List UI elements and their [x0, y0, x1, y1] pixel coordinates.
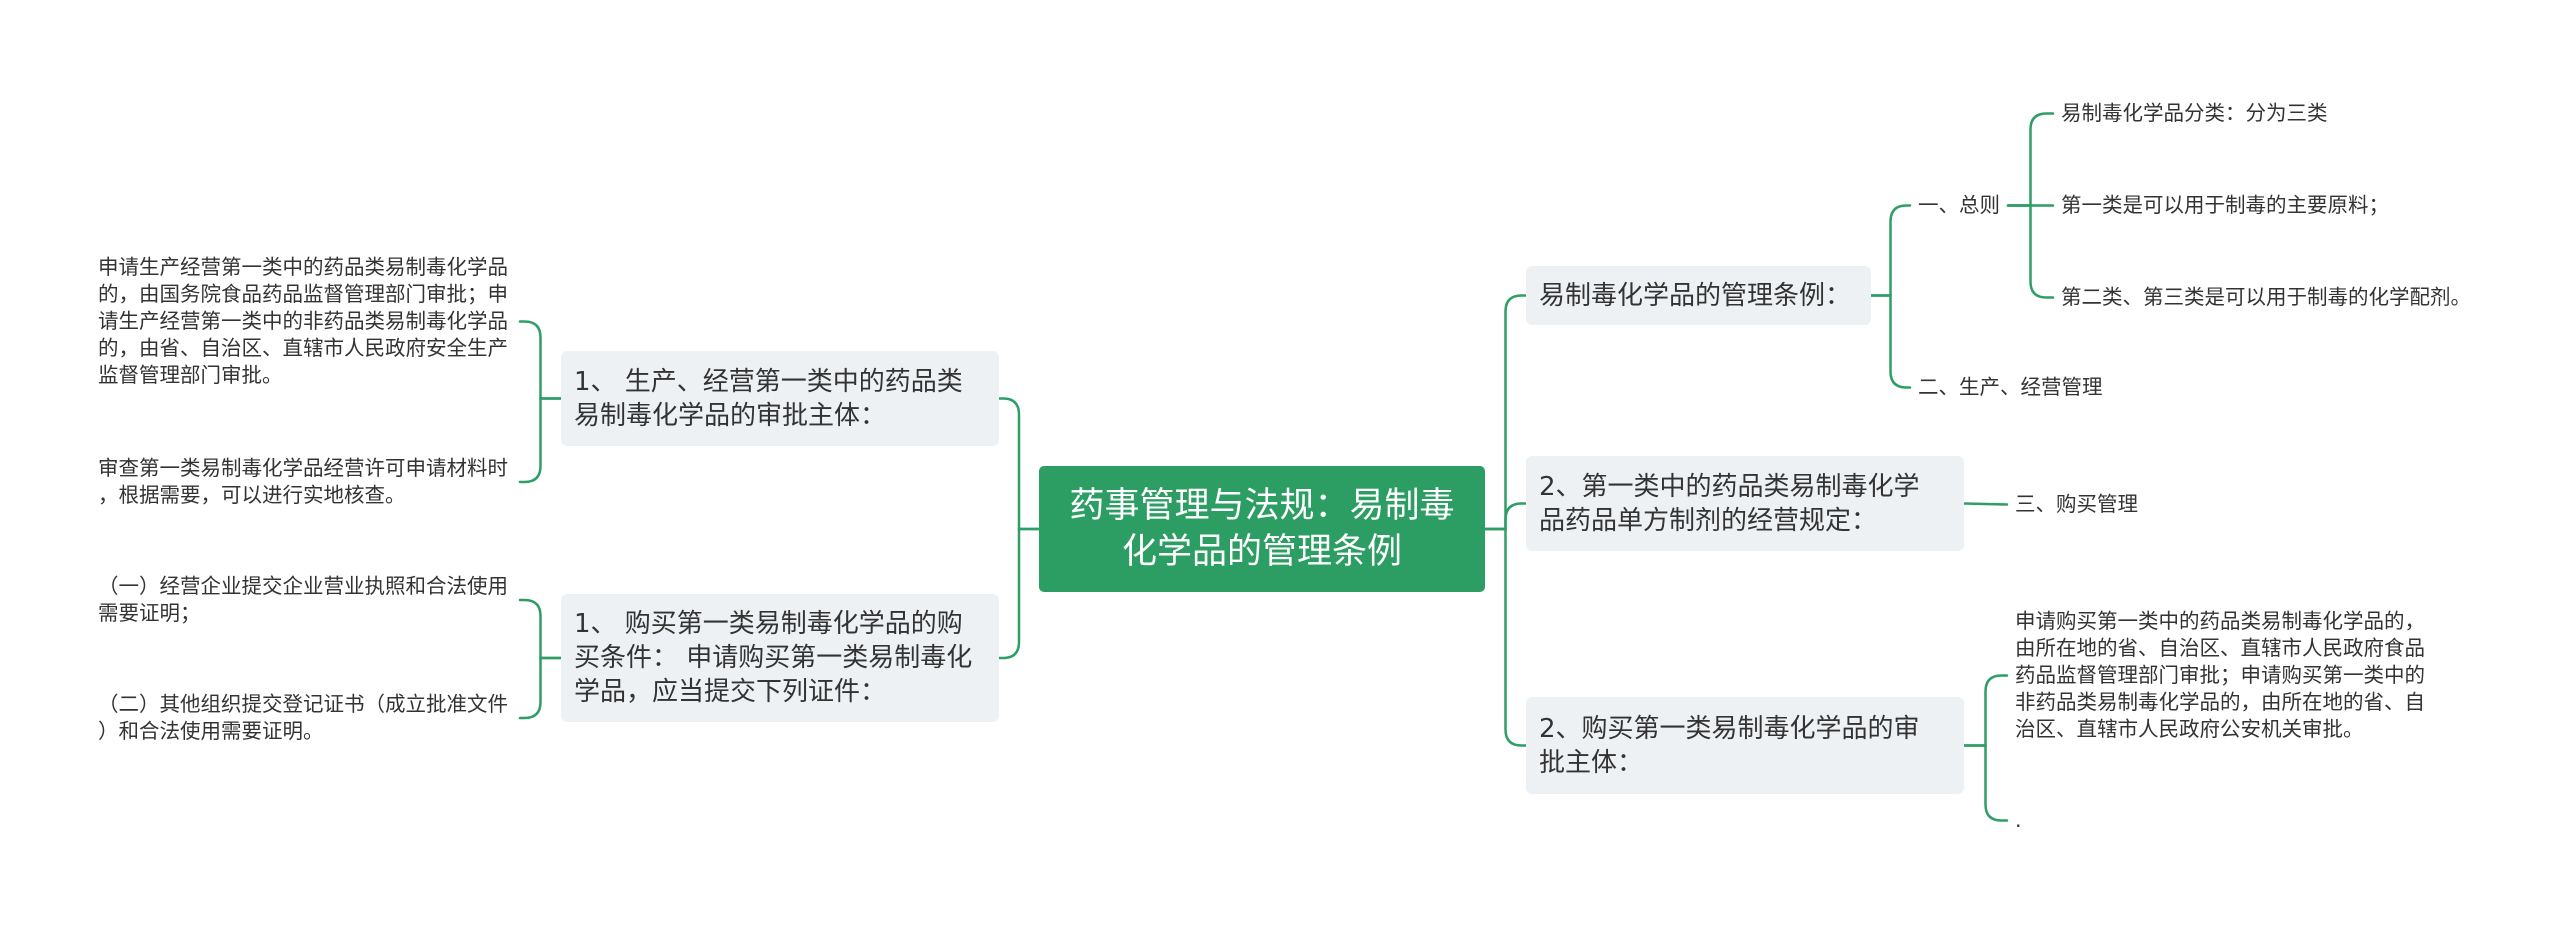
connector-line	[1869, 204, 1912, 297]
topic-text-line: 品药品单方制剂的经营规定：	[1539, 505, 1878, 536]
subtopic-text-line: （二）其他组织提交登记证书（成立批准文件	[98, 692, 508, 716]
subtopic-production-management: 二、生产、经营管理	[1918, 374, 2103, 401]
connector-line	[2006, 204, 2055, 299]
topic-text-line: 买条件： 申请购买第一类易制毒化	[574, 643, 973, 673]
subtopic-production-approval-text: 申请生产经营第一类中的药品类易制毒化学品 的，由国务院食品药品监督管理部门审批；…	[98, 254, 514, 389]
branch-topic-purchase-approval: 2、购买第一类易制毒化学品的审 批主体：	[1526, 697, 1964, 794]
subtopic-classification: 易制毒化学品分类：分为三类	[2061, 100, 2328, 127]
connector-line	[1962, 502, 2009, 506]
subtopic-category-one: 第一类是可以用于制毒的主要原料；	[2061, 192, 2389, 219]
connector-line	[1483, 294, 1528, 531]
connector-line	[518, 656, 563, 720]
subtopic-registration-certificate-text: （二）其他组织提交登记证书（成立批准文件 ）和合法使用需要证明。	[98, 691, 514, 745]
subtopic-text-line: ，根据需要，可以进行实地核查。	[98, 483, 406, 507]
topic-text-line: 易制毒化学品的管理条例：	[1539, 280, 1852, 311]
subtopic-text: 一、总则	[1918, 193, 2000, 217]
topic-text-line: 学品，应当提交下列证件：	[574, 677, 887, 707]
branch-topic-production-approval: 1、 生产、经营第一类中的药品类 易制毒化学品的审批主体：	[561, 351, 999, 446]
connector-line	[997, 527, 1041, 660]
topic-text-line: 2、购买第一类易制毒化学品的审	[1539, 713, 1920, 744]
subtopic-text-line: 治区、直辖市人民政府公安机关审批。	[2015, 717, 2364, 741]
central-topic: 药事管理与法规：易制毒 化学品的管理条例	[1039, 466, 1485, 592]
subtopic-text-line: （一）经营企业提交企业营业执照和合法使用	[98, 574, 508, 598]
central-topic-line: 化学品的管理条例	[1121, 532, 1402, 572]
subtopic-text: 三、购买管理	[2015, 492, 2138, 516]
topic-text-line: 批主体：	[1539, 747, 1644, 778]
subtopic-onsite-inspection-text: 审查第一类易制毒化学品经营许可申请材料时 ，根据需要，可以进行实地核查。	[98, 455, 514, 509]
subtopic-text-line: 药品监督管理部门审批；申请购买第一类中的	[2015, 663, 2425, 687]
subtopic-text-line: 非药品类易制毒化学品的，由所在地的省、自	[2015, 690, 2425, 714]
central-topic-line: 药事管理与法规：易制毒	[1069, 486, 1455, 526]
connector-line	[2006, 112, 2055, 207]
connector-line	[1962, 674, 2009, 747]
subtopic-text: 易制毒化学品分类：分为三类	[2061, 101, 2328, 125]
subtopic-business-license-text: （一）经营企业提交企业营业执照和合法使用 需要证明；	[98, 573, 514, 627]
subtopic-text-line: 申请生产经营第一类中的药品类易制毒化学品	[98, 255, 508, 279]
subtopic-text-line: 监督管理部门审批。	[98, 363, 283, 387]
subtopic-text: .	[2015, 808, 2022, 832]
connector-line	[518, 598, 563, 660]
topic-text-line: 易制毒化学品的审批主体：	[574, 400, 887, 431]
subtopic-text-line: 由所在地的省、自治区、直辖市人民政府食品	[2015, 636, 2425, 660]
topic-text-line: 1、 购买第一类易制毒化学品的购	[574, 609, 963, 639]
connector-line	[997, 397, 1041, 531]
connector-line	[1483, 527, 1528, 747]
subtopic-text-line: 的，由省、自治区、直辖市人民政府安全生产	[98, 336, 508, 360]
subtopic-text-line: 审查第一类易制毒化学品经营许可申请材料时	[98, 456, 508, 480]
subtopic-dot: .	[2015, 807, 2022, 834]
branch-topic-preparation-rules: 2、第一类中的药品类易制毒化学 品药品单方制剂的经营规定：	[1526, 456, 1964, 551]
connector-line	[518, 320, 563, 400]
topic-text-line: 2、第一类中的药品类易制毒化学	[1539, 471, 1920, 502]
subtopic-text-line: 的，由国务院食品药品监督管理部门审批；申	[98, 282, 508, 306]
subtopic-text-line: 请生产经营第一类中的非药品类易制毒化学品	[98, 309, 508, 333]
subtopic-category-two-three: 第二类、第三类是可以用于制毒的化学配剂。	[2061, 284, 2471, 311]
connector-line	[1483, 502, 1528, 531]
subtopic-approval-authority-text: 申请购买第一类中的药品类易制毒化学品的， 由所在地的省、自治区、直辖市人民政府食…	[2015, 608, 2425, 743]
branch-topic-purchase-conditions: 1、 购买第一类易制毒化学品的购 买条件： 申请购买第一类易制毒化 学品，应当提…	[561, 594, 999, 722]
connector-line	[518, 397, 563, 484]
subtopic-text-line: 需要证明；	[98, 601, 201, 625]
branch-topic-regulations: 易制毒化学品的管理条例：	[1526, 266, 1871, 325]
subtopic-text-line: ）和合法使用需要证明。	[98, 719, 324, 743]
topic-text-line: 1、 生产、经营第一类中的药品类	[574, 366, 963, 397]
subtopic-text: 第一类是可以用于制毒的主要原料；	[2061, 193, 2389, 217]
connector-line	[1869, 294, 1912, 389]
subtopic-text-line: 申请购买第一类中的药品类易制毒化学品的，	[2015, 609, 2425, 633]
subtopic-text: 二、生产、经营管理	[1918, 375, 2103, 399]
connector-line	[1962, 744, 2009, 822]
subtopic-purchase-management: 三、购买管理	[2015, 491, 2138, 518]
subtopic-text: 第二类、第三类是可以用于制毒的化学配剂。	[2061, 285, 2471, 309]
subtopic-general-provisions: 一、总则	[1918, 192, 2000, 219]
